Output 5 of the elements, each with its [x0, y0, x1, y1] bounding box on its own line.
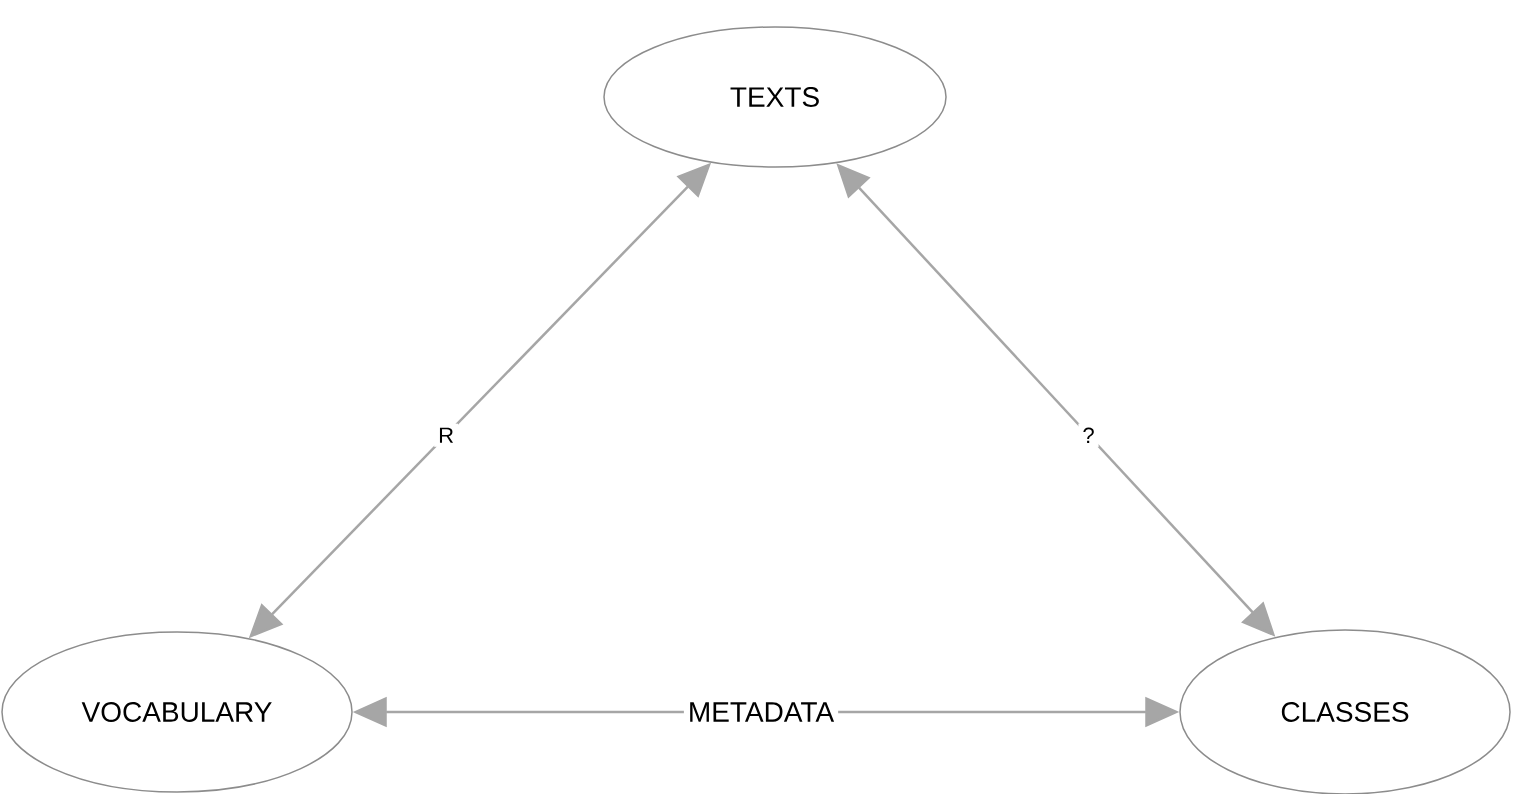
edge-label: METADATA	[683, 698, 839, 726]
edge-label: R	[434, 423, 459, 447]
ellipse-node: TEXTS	[603, 26, 947, 168]
edge-label: ?	[1078, 423, 1099, 447]
ellipse-node: VOCABULARY	[1, 631, 353, 793]
